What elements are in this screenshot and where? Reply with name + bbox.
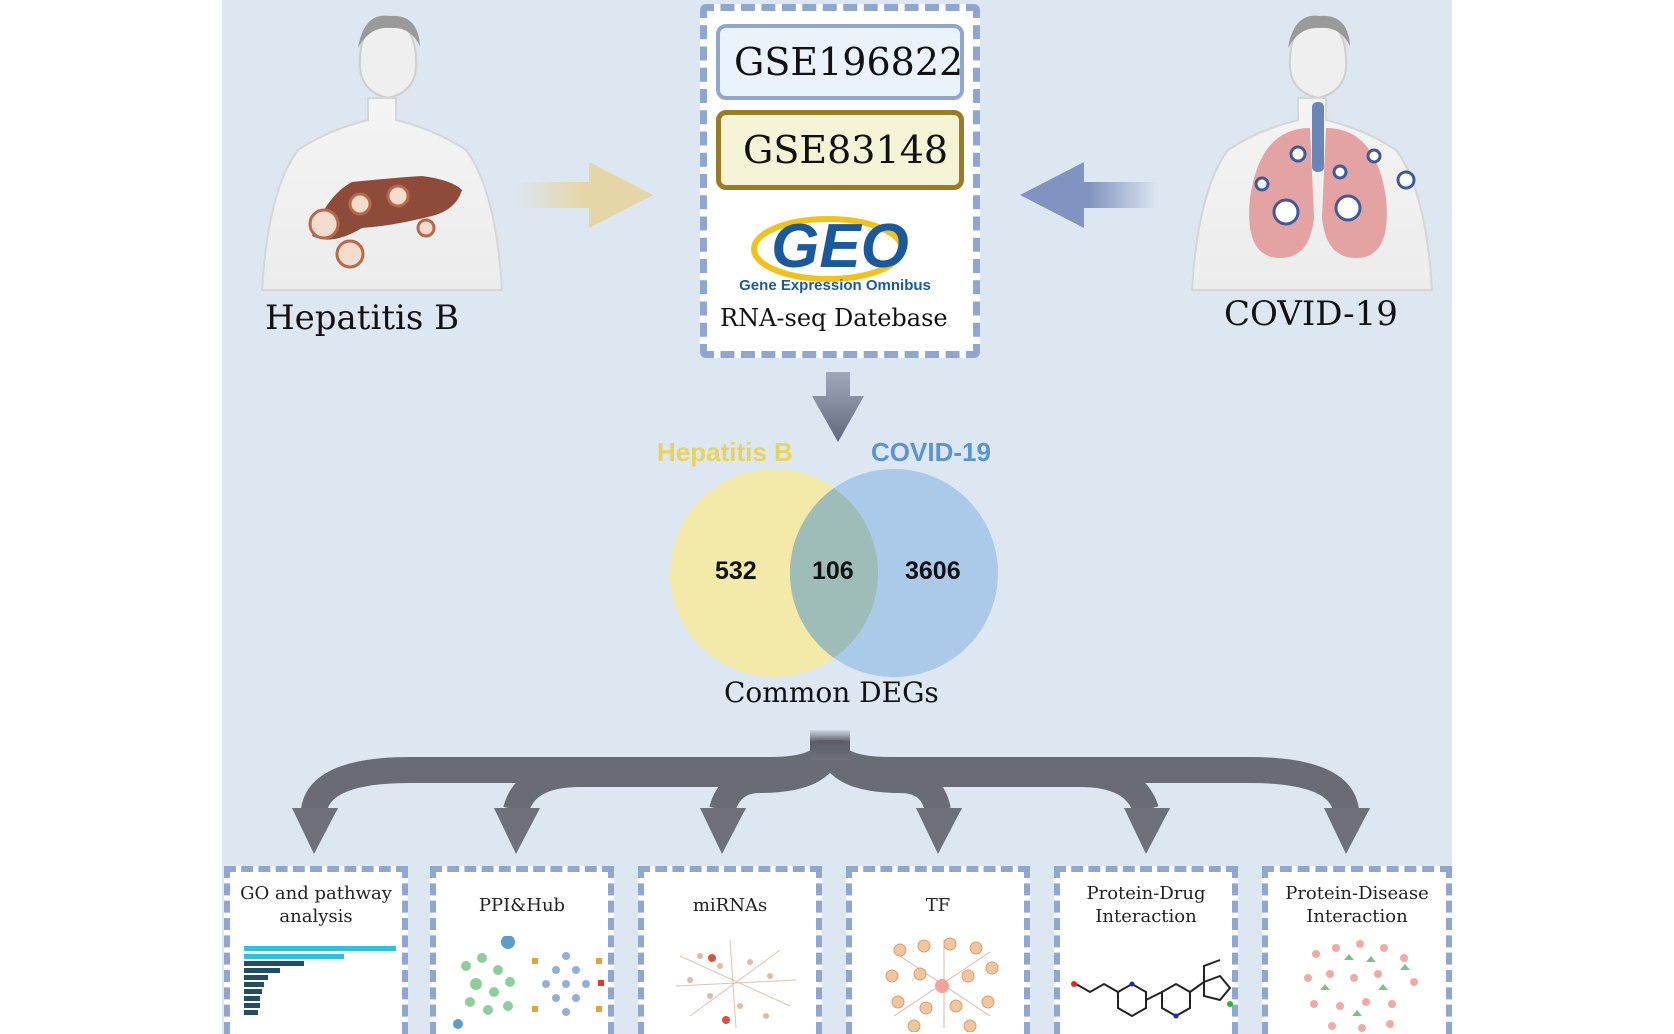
analysis-title-disease-line2: Interaction: [1306, 906, 1408, 927]
analysis-title-drug-line2: Interaction: [1095, 906, 1197, 927]
analysis-box-protein-disease: Protein-Disease Interaction: [1262, 866, 1452, 1034]
analysis-title-go-pathway: GO and pathway analysis: [230, 882, 402, 928]
venn-label-covid: COVID-19: [871, 437, 991, 467]
disease-network-thumbnail: [1304, 940, 1418, 1032]
dataset-gse196822: GSE196822: [716, 24, 964, 100]
venn-count-hepatitis-only: 532: [715, 557, 757, 585]
analysis-title-protein-drug: Protein-Drug Interaction: [1060, 882, 1232, 928]
analysis-box-ppi-hub: PPI&Hub: [430, 866, 614, 1034]
analysis-title-protein-disease: Protein-Disease Interaction: [1268, 882, 1446, 928]
ppi-network-thumbnail: [453, 936, 604, 1029]
analysis-title-ppi-hub: PPI&Hub: [478, 895, 566, 916]
branch-arrowhead-mirna: [700, 808, 746, 854]
geo-logo: GEO: [740, 205, 940, 295]
covid-label: COVID-19: [1224, 294, 1398, 334]
geo-logo-subtitle: Gene Expression Omnibus: [739, 277, 931, 294]
branch-arrowhead-drug: [1124, 808, 1170, 854]
branch-arrowhead-ppi: [494, 808, 540, 854]
analysis-box-mirnas: miRNAs: [638, 866, 822, 1034]
hepatitis-body-illustration: [260, 15, 504, 291]
go-bar-chart-thumbnail: [244, 946, 396, 1015]
venn-count-covid-only: 3606: [905, 557, 961, 585]
drug-molecule-icon: [1071, 959, 1233, 1019]
database-caption: RNA-seq Datebase: [720, 304, 948, 332]
analysis-title-disease-line1: Protein-Disease: [1285, 883, 1429, 904]
geo-logo-graphic: GEO: [751, 212, 909, 282]
arrow-down-icon: [812, 372, 864, 442]
arrow-right-icon: [515, 162, 653, 228]
analysis-title-drug-line1: Protein-Drug: [1086, 883, 1206, 904]
venn-caption: Common DEGs: [724, 676, 939, 709]
mirna-network-thumbnail: [675, 939, 797, 1029]
analysis-box-go-pathway: GO and pathway analysis: [224, 866, 408, 1034]
tf-network-thumbnail: [885, 937, 999, 1032]
analysis-box-protein-drug: Protein-Drug Interaction: [1054, 866, 1238, 1034]
hepatitis-label: Hepatitis B: [265, 298, 460, 338]
analysis-title-tf: TF: [925, 895, 951, 916]
branch-arrowhead-disease: [1324, 808, 1370, 854]
branch-arrowhead-tf: [916, 808, 962, 854]
analysis-title-mirnas: miRNAs: [692, 895, 768, 916]
covid-body-illustration: [1190, 15, 1434, 291]
branch-arrows: [292, 730, 1370, 854]
branch-arrowhead-go: [292, 808, 338, 854]
venn-diagram: [670, 469, 998, 677]
analysis-title-go-line1: GO and pathway: [240, 883, 392, 904]
arrow-left-icon: [1020, 162, 1158, 228]
analysis-box-tf: TF: [846, 866, 1030, 1034]
venn-overlap-region: [789, 488, 879, 658]
geo-logo-text: GEO: [771, 212, 909, 281]
dataset-gse83148: GSE83148: [716, 110, 964, 190]
analysis-title-go-line2: analysis: [279, 906, 353, 927]
venn-count-overlap: 106: [812, 557, 854, 585]
venn-label-hepatitis: Hepatitis B: [657, 437, 793, 467]
